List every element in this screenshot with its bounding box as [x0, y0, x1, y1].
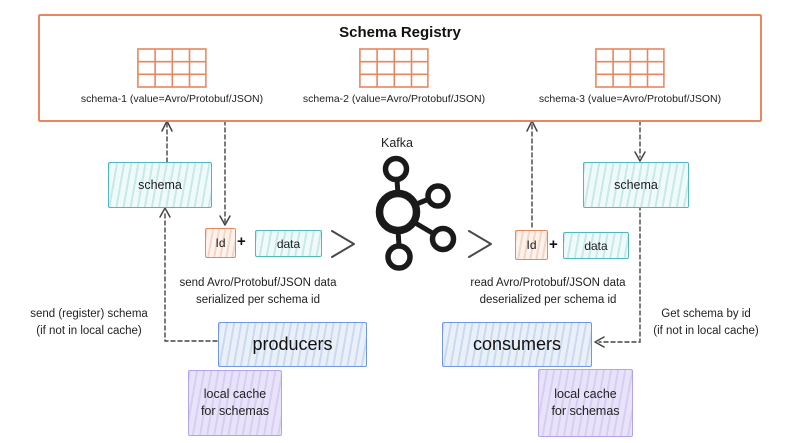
consumer-local-cache-box: local cache for schemas	[538, 369, 633, 437]
get-schema-note-line2: (if not in local cache)	[653, 325, 759, 338]
producers-box: producers	[218, 322, 367, 367]
arrowhead-down-left	[219, 215, 231, 226]
get-schema-note: Get schema by id (if not in local cache)	[653, 306, 758, 341]
kafka-logo-icon	[375, 155, 457, 271]
consumer-flow-note-line2: deserialized per schema id	[479, 294, 617, 307]
producer-local-cache-box: local cache for schemas	[188, 370, 282, 436]
schema-registry-box: Schema Registry schema-1 (value=Avro/Pro…	[38, 14, 762, 122]
consumer-data-box: data	[563, 232, 629, 259]
consumers-box: consumers	[442, 322, 592, 367]
kafka-label: Kafka	[381, 136, 413, 150]
consumer-cache-line1: local cache	[554, 387, 617, 402]
arrowhead-up-left	[161, 120, 173, 132]
producer-flow-note-line2: serialized per schema id	[195, 294, 321, 307]
registry-item-schema-3: schema-3 (value=Avro/Protobuf/JSON)	[539, 48, 721, 105]
registry-item-schema-2: schema-2 (value=Avro/Protobuf/JSON)	[303, 48, 485, 105]
arrowhead-left-consumers	[594, 336, 605, 348]
consumer-id-box: Id	[515, 230, 548, 260]
schema-registry-title: Schema Registry	[339, 24, 461, 41]
consumer-cache-line2: for schemas	[551, 404, 620, 418]
producer-cache-line2: for schemas	[200, 404, 270, 418]
arrowhead-up-right	[526, 120, 538, 132]
register-schema-note-line2: (if not in local cache)	[36, 325, 142, 338]
producer-schema-box: schema	[108, 162, 212, 208]
register-schema-note: send (register) schema (if not in local …	[30, 306, 148, 341]
consumer-plus-sign: +	[549, 236, 558, 253]
schema-2-label: schema-2 (value=Avro/Protobuf/JSON)	[302, 93, 486, 105]
table-grid-icon	[137, 48, 207, 88]
producer-cache-line1: local cache	[203, 387, 267, 402]
registry-item-schema-1: schema-1 (value=Avro/Protobuf/JSON)	[81, 48, 263, 105]
schema-1-label: schema-1 (value=Avro/Protobuf/JSON)	[80, 93, 264, 105]
register-schema-note-line1: send (register) schema	[30, 308, 148, 320]
consumer-schema-box: schema	[583, 162, 689, 208]
consumer-flow-note-line1: read Avro/Protobuf/JSON data	[470, 277, 626, 289]
chevron-into-kafka-icon	[331, 230, 355, 258]
producer-plus-sign: +	[237, 233, 246, 250]
schema-3-label: schema-3 (value=Avro/Protobuf/JSON)	[538, 93, 722, 105]
table-grid-icon	[359, 48, 429, 88]
producer-id-box: Id	[205, 228, 236, 258]
consumer-flow-note: read Avro/Protobuf/JSON data deserialize…	[470, 275, 625, 310]
table-grid-icon	[595, 48, 665, 88]
chevron-out-of-kafka-icon	[468, 230, 492, 258]
producer-flow-note: send Avro/Protobuf/JSON data serialized …	[179, 275, 336, 310]
arrowhead-down-right	[634, 151, 646, 162]
get-schema-note-line1: Get schema by id	[661, 308, 751, 320]
arrow-schema-to-consumers	[598, 205, 641, 343]
producer-flow-note-line1: send Avro/Protobuf/JSON data	[179, 277, 337, 289]
arrowhead-up-schema	[159, 207, 171, 218]
producer-data-box: data	[255, 230, 322, 257]
